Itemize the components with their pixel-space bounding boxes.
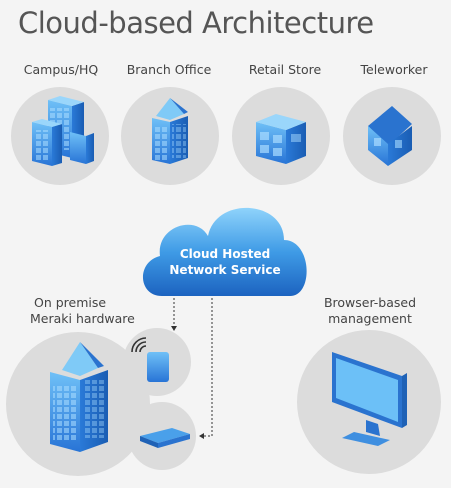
page-title: Cloud-based Architecture (18, 6, 374, 40)
on-premise-label-line2: Meraki hardware (30, 311, 135, 326)
management-label: Browser-based management (318, 295, 422, 327)
location-label-teleworker: Teleworker (360, 62, 428, 77)
arrow-head-switch (199, 433, 204, 439)
network-switch-icon (140, 428, 190, 448)
wireless-access-point-icon (131, 337, 169, 382)
cloud-icon (142, 207, 307, 296)
monitor-icon (332, 352, 407, 446)
location-label-retail: Retail Store (248, 62, 322, 77)
connector-cloud-switch (203, 298, 213, 437)
store-building-icon (256, 114, 306, 164)
location-label-branch: Branch Office (126, 62, 212, 77)
cloud-label: Cloud Hosted Network Service (150, 246, 300, 278)
on-premise-label-line1: On premise (34, 295, 107, 310)
cloud-label-line2: Network Service (169, 263, 281, 277)
campus-buildings-icon (32, 96, 94, 166)
house-icon (368, 106, 412, 166)
skyscraper-icon (50, 342, 108, 452)
location-label-campus: Campus/HQ (23, 62, 99, 77)
cloud-label-line1: Cloud Hosted (179, 247, 271, 261)
management-label-line1: Browser-based (323, 295, 417, 310)
on-premise-label: On premise Meraki hardware (30, 295, 135, 327)
arrow-head-ap (171, 326, 177, 331)
office-tower-icon (152, 98, 188, 164)
management-label-line2: management (328, 311, 412, 326)
